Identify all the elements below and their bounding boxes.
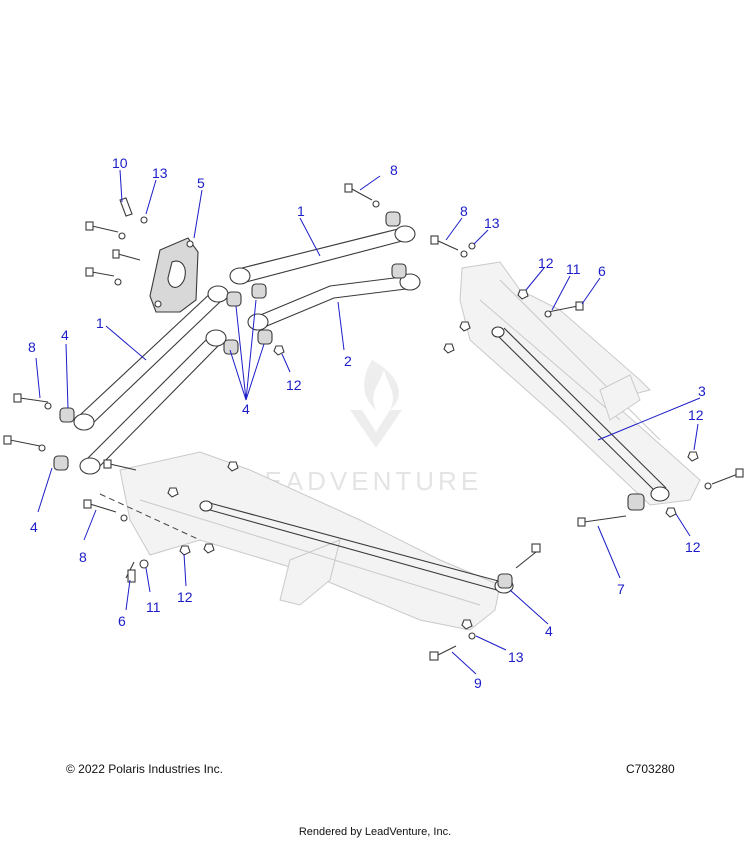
callout-4: 4 [61,327,69,343]
rendered-by-credit: Rendered by LeadVenture, Inc. [298,826,452,838]
callout-12: 12 [286,377,302,393]
callout-4: 4 [242,401,250,417]
callout-3: 3 [698,383,706,399]
ghost-frame-left [119,451,501,631]
leadventure-watermark: LEADVENTURE [246,360,478,496]
toe-link-right [491,326,670,502]
callout-4: 4 [545,623,553,639]
callout-4: 4 [30,519,38,535]
callout-6: 6 [118,613,126,629]
nuts-and-washers [38,200,712,640]
upper-radius-rod-left [73,285,229,431]
upper-radius-rod-right [229,225,416,285]
diagram-code: C703280 [626,762,675,776]
callout-1: 1 [297,203,305,219]
callout-8: 8 [460,203,468,219]
ghost-frame-right [459,261,701,506]
lower-radius-rod-left [79,329,227,475]
callout-13: 13 [484,215,500,231]
copyright-notice: © 2022 Polaris Industries Inc. [66,762,223,776]
assembly-guide-line [99,493,201,541]
callout-7: 7 [617,581,625,597]
callout-5: 5 [197,175,205,191]
callout-12: 12 [177,589,193,605]
callout-9: 9 [474,675,482,691]
callouts: 10 13 5 1 8 8 13 12 11 6 1 8 4 2 12 4 3 … [28,155,706,691]
callout-8: 8 [28,339,36,355]
callout-13: 13 [508,649,524,665]
callout-11: 11 [146,599,161,615]
callout-8: 8 [390,162,398,178]
callout-2: 2 [344,353,352,369]
leader-lines [35,169,701,675]
callout-13: 13 [152,165,168,181]
callout-11: 11 [566,261,581,277]
callout-1: 1 [96,315,104,331]
bolts [3,183,744,661]
callout-10: 10 [112,155,128,171]
lower-radius-rod-right [247,273,421,331]
callout-12: 12 [688,407,704,423]
bushings [53,211,645,589]
callout-12: 12 [538,255,554,271]
callout-6: 6 [598,263,606,279]
callout-8: 8 [79,549,87,565]
callout-12: 12 [685,539,701,555]
